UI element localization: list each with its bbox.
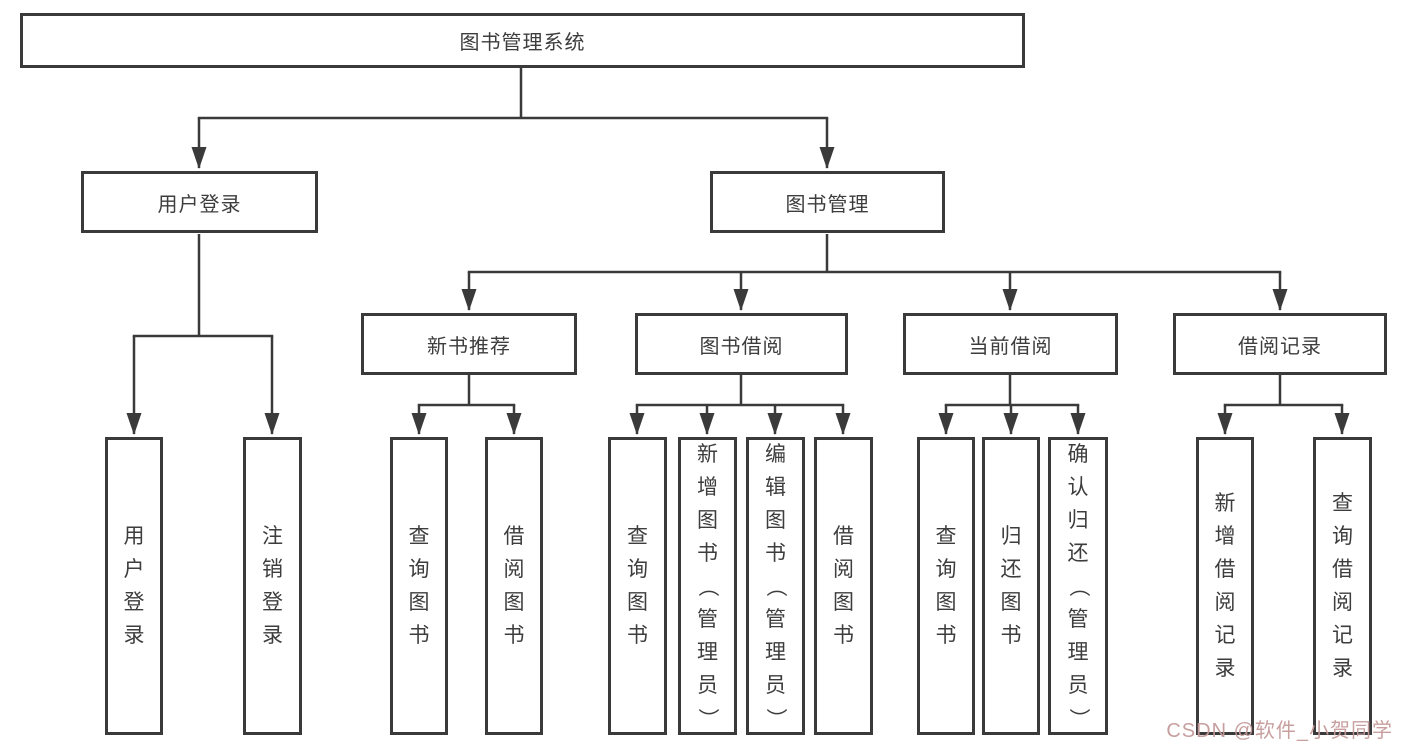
leaf-add-borrow-record: 新增借阅记录 bbox=[1196, 437, 1254, 735]
leaf-current-query-books-label: 查询图书 bbox=[935, 525, 957, 647]
node-book-borrow-label: 图书借阅 bbox=[699, 335, 784, 358]
leaf-recommend-query-books: 查询图书 bbox=[390, 437, 448, 735]
leaf-borrow-books: 借阅图书 bbox=[814, 437, 873, 735]
leaf-logout-label: 注销登录 bbox=[262, 525, 283, 647]
leaf-logout: 注销登录 bbox=[243, 437, 302, 735]
node-user-login-label: 用户登录 bbox=[157, 193, 242, 216]
leaf-recommend-query-books-label: 查询图书 bbox=[408, 525, 430, 647]
leaf-user-login-label: 用户登录 bbox=[123, 525, 145, 647]
leaf-confirm-return-admin-label: 确认归还（管理员） bbox=[1066, 442, 1090, 729]
leaf-confirm-return-admin: 确认归还（管理员） bbox=[1048, 437, 1108, 735]
leaf-borrow-query-books-label: 查询图书 bbox=[627, 525, 648, 647]
leaf-query-borrow-record-label: 查询借阅记录 bbox=[1332, 492, 1353, 680]
node-book-borrow: 图书借阅 bbox=[635, 313, 848, 375]
leaf-query-borrow-record: 查询借阅记录 bbox=[1313, 437, 1372, 735]
leaf-recommend-borrow-books-label: 借阅图书 bbox=[503, 525, 525, 647]
leaf-return-books-label: 归还图书 bbox=[1000, 525, 1022, 647]
leaf-edit-books-admin: 编辑图书（管理员） bbox=[746, 437, 805, 735]
leaf-borrow-query-books: 查询图书 bbox=[608, 437, 667, 735]
node-borrow-record: 借阅记录 bbox=[1173, 313, 1387, 375]
watermark: CSDN @软件_小贺同学 bbox=[1166, 720, 1393, 742]
node-borrow-record-label: 借阅记录 bbox=[1238, 335, 1322, 358]
node-root-system: 图书管理系统 bbox=[20, 13, 1025, 68]
leaf-add-books-admin: 新增图书（管理员） bbox=[678, 437, 737, 735]
node-root-label: 图书管理系统 bbox=[459, 32, 586, 54]
node-user-login: 用户登录 bbox=[81, 171, 318, 233]
leaf-add-books-admin-label: 新增图书（管理员） bbox=[696, 442, 719, 729]
leaf-edit-books-admin-label: 编辑图书（管理员） bbox=[764, 442, 787, 729]
leaf-current-query-books: 查询图书 bbox=[917, 437, 975, 735]
node-book-management-label: 图书管理 bbox=[785, 193, 870, 216]
node-book-management: 图书管理 bbox=[710, 171, 945, 233]
leaf-return-books: 归还图书 bbox=[982, 437, 1040, 735]
leaf-recommend-borrow-books: 借阅图书 bbox=[485, 437, 543, 735]
node-new-book-recommend-label: 新书推荐 bbox=[427, 335, 511, 358]
node-current-borrow-label: 当前借阅 bbox=[968, 335, 1053, 358]
node-current-borrow: 当前借阅 bbox=[903, 313, 1118, 375]
leaf-add-borrow-record-label: 新增借阅记录 bbox=[1214, 492, 1236, 680]
node-new-book-recommend: 新书推荐 bbox=[361, 313, 577, 375]
leaf-borrow-books-label: 借阅图书 bbox=[833, 525, 854, 647]
leaf-user-login: 用户登录 bbox=[105, 437, 163, 735]
